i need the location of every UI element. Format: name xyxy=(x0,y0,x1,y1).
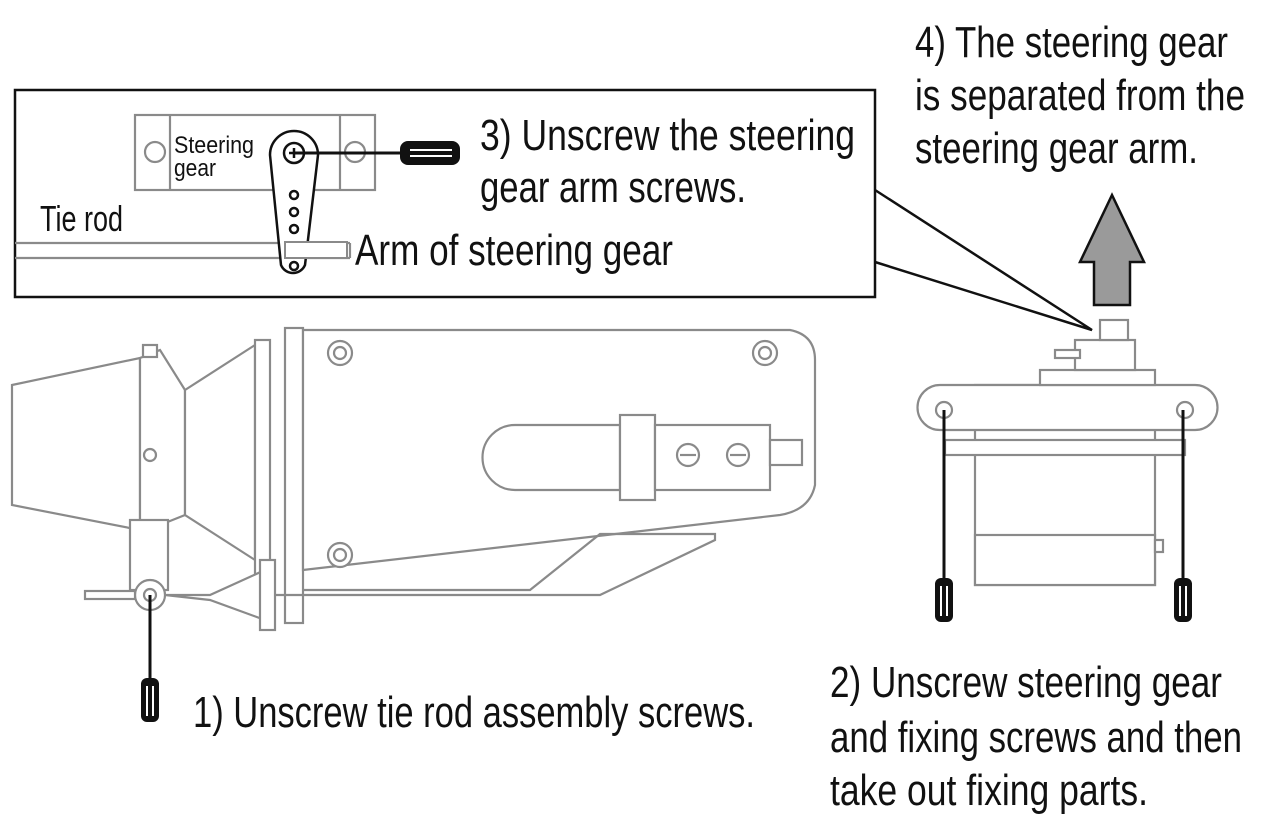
arm-label: Arm of steering gear xyxy=(355,226,673,275)
step3-line2: gear arm screws. xyxy=(480,163,746,212)
step4-line1: 4) The steering gear xyxy=(915,18,1228,67)
step2-line3: take out fixing parts. xyxy=(830,766,1148,815)
screwdriver-icon xyxy=(140,595,160,723)
step1-text: 1) Unscrew tie rod assembly screws. xyxy=(193,688,755,737)
steering-gear-label: Steering xyxy=(174,132,254,159)
boat-hull xyxy=(10,326,817,632)
step2-line2: and fixing screws and then xyxy=(830,713,1242,762)
steering-gear-label-2: gear xyxy=(174,155,216,182)
screwdriver-icon xyxy=(934,410,954,623)
step3-line1: 3) Unscrew the steering xyxy=(480,111,855,160)
step4-line3: steering gear arm. xyxy=(915,124,1198,173)
inset-detail-box: Steering gear Tie rod Arm of steering ge… xyxy=(13,88,1093,332)
callout-pointer xyxy=(874,188,1093,332)
step4-line2: is separated from the xyxy=(915,71,1245,120)
up-arrow-icon xyxy=(1078,192,1146,307)
steering-gear-arm xyxy=(268,129,348,275)
step2-line1: 2) Unscrew steering gear xyxy=(830,658,1222,707)
screwdriver-icon xyxy=(1173,410,1193,623)
tie-rod-label: Tie rod xyxy=(40,198,123,239)
screwdriver-icon xyxy=(294,141,460,165)
steering-gear-side-view xyxy=(916,318,1219,587)
